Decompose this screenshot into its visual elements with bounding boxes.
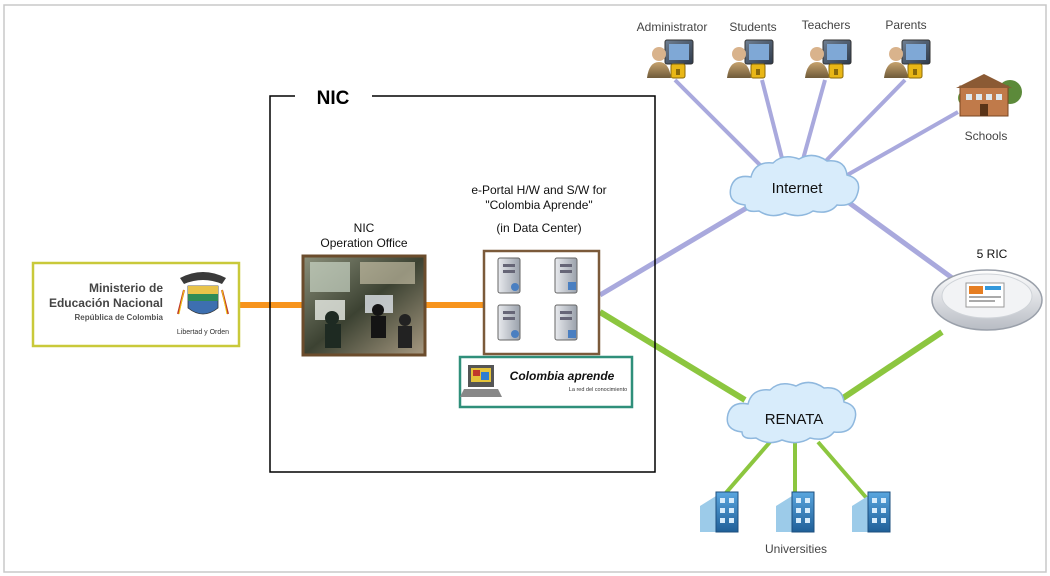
link-eportal-renata bbox=[598, 309, 747, 403]
university-building-icon bbox=[700, 491, 739, 533]
students-label: Students bbox=[729, 20, 776, 34]
ric: 5 RIC bbox=[931, 247, 1043, 331]
ministry-motto: Libertad y Orden bbox=[177, 329, 229, 336]
renata-cloud: RENATA bbox=[726, 381, 857, 444]
satellite-dish-icon bbox=[931, 269, 1043, 331]
link-internet-ric bbox=[846, 199, 957, 283]
eportal-line1: e-Portal H/W and S/W for bbox=[471, 183, 606, 197]
internet-label: Internet bbox=[772, 180, 824, 197]
university-building-icon bbox=[776, 491, 815, 533]
link-teachers bbox=[798, 79, 827, 171]
operation-office-line2: Operation Office bbox=[320, 236, 407, 250]
outer-frame bbox=[3, 4, 1047, 573]
user-computer-icon bbox=[884, 39, 931, 79]
user-computer-icon bbox=[805, 39, 852, 79]
operation-office-line1: NIC bbox=[354, 221, 375, 235]
universities-label: Universities bbox=[765, 542, 827, 556]
colombia-aprende-tagline: La red del conocimiento bbox=[569, 387, 627, 393]
teachers-label: Teachers bbox=[802, 18, 851, 32]
coat-of-arms-icon bbox=[177, 272, 229, 315]
internet-cloud: Internet bbox=[729, 154, 860, 217]
eportal-line2: "Colombia Aprende" bbox=[485, 198, 592, 212]
nic-title: NIC bbox=[317, 88, 350, 109]
ministry-line2: Educación Nacional bbox=[49, 296, 163, 310]
renata-label: RENATA bbox=[765, 411, 824, 428]
colombia-aprende-logo: Colombia aprende La red del conocimiento bbox=[458, 355, 634, 409]
server-icon bbox=[497, 304, 521, 341]
nic-frame: NIC bbox=[269, 88, 656, 473]
ministry-line1: Ministerio de bbox=[89, 281, 163, 295]
link-parents bbox=[813, 78, 907, 174]
link-administrator bbox=[673, 78, 772, 177]
internet-links bbox=[598, 78, 959, 298]
users: Administrator Students Teachers Parents bbox=[637, 18, 931, 79]
parents-label: Parents bbox=[885, 18, 926, 32]
link-schools bbox=[834, 110, 959, 184]
school-building-icon bbox=[956, 74, 1022, 117]
administrator-label: Administrator bbox=[637, 20, 708, 34]
ric-label: 5 RIC bbox=[977, 247, 1008, 261]
user-computer-icon bbox=[727, 39, 774, 79]
link-ric-renata bbox=[838, 329, 944, 403]
eportal: e-Portal H/W and S/W for "Colombia Apren… bbox=[471, 183, 607, 356]
eportal-line3: (in Data Center) bbox=[496, 221, 581, 235]
office-photo bbox=[301, 254, 427, 357]
link-students bbox=[760, 79, 787, 171]
universities: Universities bbox=[700, 491, 891, 556]
server-icon bbox=[554, 257, 578, 294]
colombia-aprende-icon bbox=[460, 365, 502, 397]
university-building-icon bbox=[852, 491, 891, 533]
user-computer-icon bbox=[647, 39, 694, 79]
ministry-box: Ministerio de Educación Nacional Repúbli… bbox=[31, 261, 241, 348]
link-university-3 bbox=[816, 440, 872, 504]
colombia-aprende-name: Colombia aprende bbox=[510, 369, 615, 383]
ministry-line3: República de Colombia bbox=[75, 313, 164, 322]
schools-label: Schools bbox=[965, 129, 1008, 143]
schools: Schools bbox=[956, 74, 1022, 143]
link-eportal-internet bbox=[598, 197, 762, 298]
operation-office: NIC Operation Office bbox=[301, 221, 427, 357]
server-icon bbox=[554, 304, 578, 341]
server-icon bbox=[497, 257, 521, 294]
